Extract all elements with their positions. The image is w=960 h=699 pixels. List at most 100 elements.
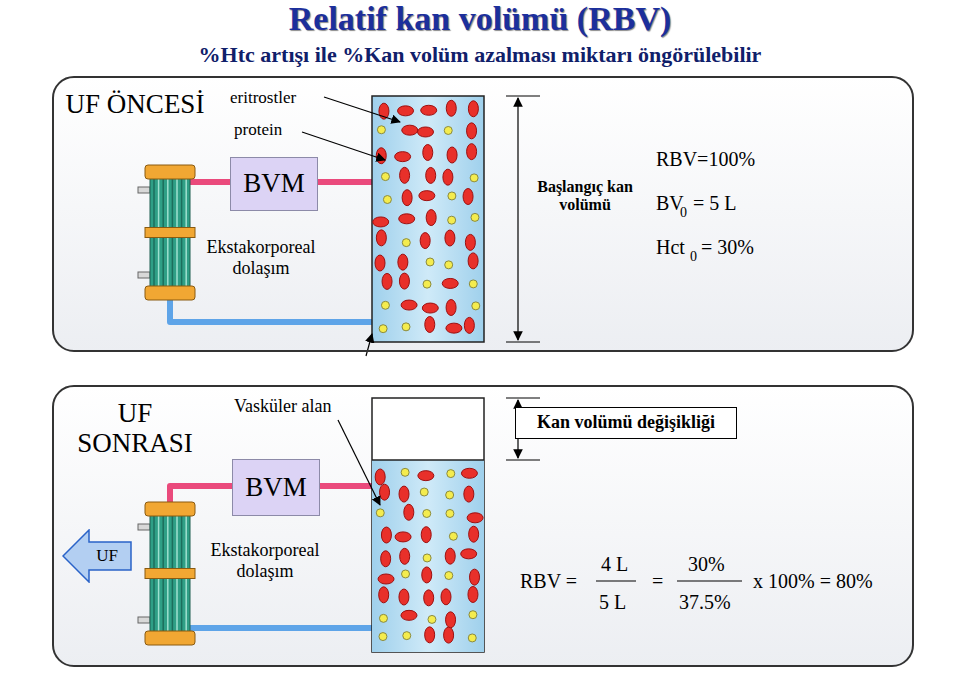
erythrocyte <box>467 123 477 139</box>
erythrocyte <box>425 316 435 332</box>
label: 0 <box>690 249 697 265</box>
erythrocyte <box>402 190 412 206</box>
erythrocyte <box>379 587 389 603</box>
erythrocyte <box>375 255 385 271</box>
protein-dot <box>423 280 431 288</box>
panel-heading: UF SONRASI <box>60 399 210 458</box>
protein-dot <box>428 615 436 623</box>
erythrocyte <box>443 169 453 185</box>
protein-dot <box>379 614 387 622</box>
protein-dot <box>402 323 410 331</box>
leader-line <box>324 97 400 122</box>
label: Hct <box>656 236 685 259</box>
erythrocyte <box>468 101 478 117</box>
erythrocyte <box>422 567 432 583</box>
label: = 30% <box>701 236 754 259</box>
panel: UF SONRASI BVM Kan volümü değişikliğiUF <box>52 385 914 667</box>
dimension-tick <box>506 342 540 343</box>
process-box: BVM <box>230 157 318 211</box>
fraction-bar <box>677 580 742 581</box>
filter-band <box>145 228 195 238</box>
erythrocyte <box>399 486 409 502</box>
erythrocyte <box>461 549 477 559</box>
protein-dot <box>377 126 385 134</box>
process-box: BVM <box>232 459 320 516</box>
protein-dot <box>469 280 477 288</box>
erythrocyte <box>402 125 418 135</box>
erythrocyte <box>445 230 455 246</box>
protein-dot <box>469 611 477 619</box>
erythrocyte <box>420 233 430 249</box>
dimension-line <box>517 98 518 340</box>
node-label: Kan volümü değişikliği <box>537 413 715 433</box>
panel-heading: UF ÖNCESİ <box>60 90 210 120</box>
label: %Htc artışı ile %Kan volüm azalması mikt… <box>0 42 960 67</box>
protein-dot <box>423 554 431 562</box>
dimension-tick <box>506 460 540 461</box>
erythrocyte <box>419 191 435 201</box>
label: Başlangıç kan volümü <box>523 178 647 215</box>
erythrocyte <box>465 234 475 250</box>
erythrocyte <box>425 627 435 643</box>
erythrocyte <box>444 627 454 643</box>
label: 5 L <box>599 591 626 614</box>
erythrocyte <box>381 551 391 567</box>
erythrocyte <box>398 106 414 116</box>
protein-dot <box>402 570 410 578</box>
label: BV <box>656 192 684 215</box>
protein-dot <box>470 174 478 182</box>
title: Relatif kan volümü (RBV) <box>0 0 960 38</box>
erythrocyte <box>376 230 386 246</box>
label: Vasküler alan <box>234 396 331 417</box>
erythrocyte <box>404 504 414 520</box>
erythrocyte <box>395 532 411 542</box>
protein-dot <box>445 261 453 269</box>
label: = <box>652 570 663 593</box>
filter-port <box>138 617 150 623</box>
erythrocyte <box>382 273 392 289</box>
protein-dot <box>449 532 457 540</box>
filter-port <box>138 187 150 193</box>
label: 30% <box>688 553 725 576</box>
protein-dot <box>445 572 453 580</box>
erythrocyte <box>418 127 434 137</box>
erythrocyte <box>442 278 458 288</box>
erythrocyte <box>467 144 477 160</box>
erythrocyte <box>378 574 394 584</box>
tube <box>318 483 372 489</box>
protein-dot <box>447 470 455 478</box>
label: RBV=100% <box>656 148 755 171</box>
protein-dot <box>379 633 387 641</box>
erythrocyte <box>446 612 456 628</box>
erythrocyte <box>376 148 386 164</box>
protein-dot <box>381 301 389 309</box>
filter-cap <box>145 631 195 645</box>
erythrocyte <box>446 100 456 116</box>
protein-dot <box>472 302 480 310</box>
label: 4 L <box>601 553 628 576</box>
protein-dot <box>448 192 456 200</box>
filter-cap <box>145 502 195 516</box>
erythrocyte <box>381 527 391 543</box>
protein-dot <box>403 632 411 640</box>
protein-dot <box>401 468 409 476</box>
erythrocyte <box>423 145 433 161</box>
erythrocyte <box>418 471 434 481</box>
protein-dot <box>376 509 384 517</box>
erythrocyte <box>468 253 478 269</box>
erythrocyte <box>441 589 451 605</box>
protein-dot <box>446 491 454 499</box>
protein-dot <box>379 325 387 333</box>
protein-dot <box>448 216 456 224</box>
erythrocyte <box>464 317 474 333</box>
erythrocyte <box>401 610 417 620</box>
erythrocyte <box>399 273 409 289</box>
label: x 100% = 80% <box>753 570 873 593</box>
protein-dot <box>446 509 454 517</box>
filter-cap <box>145 286 195 300</box>
uf-arrow: UF <box>62 529 132 583</box>
protein-dot <box>383 196 391 204</box>
filter-band <box>145 569 195 579</box>
erythrocyte <box>446 300 456 316</box>
erythrocyte <box>422 303 438 313</box>
